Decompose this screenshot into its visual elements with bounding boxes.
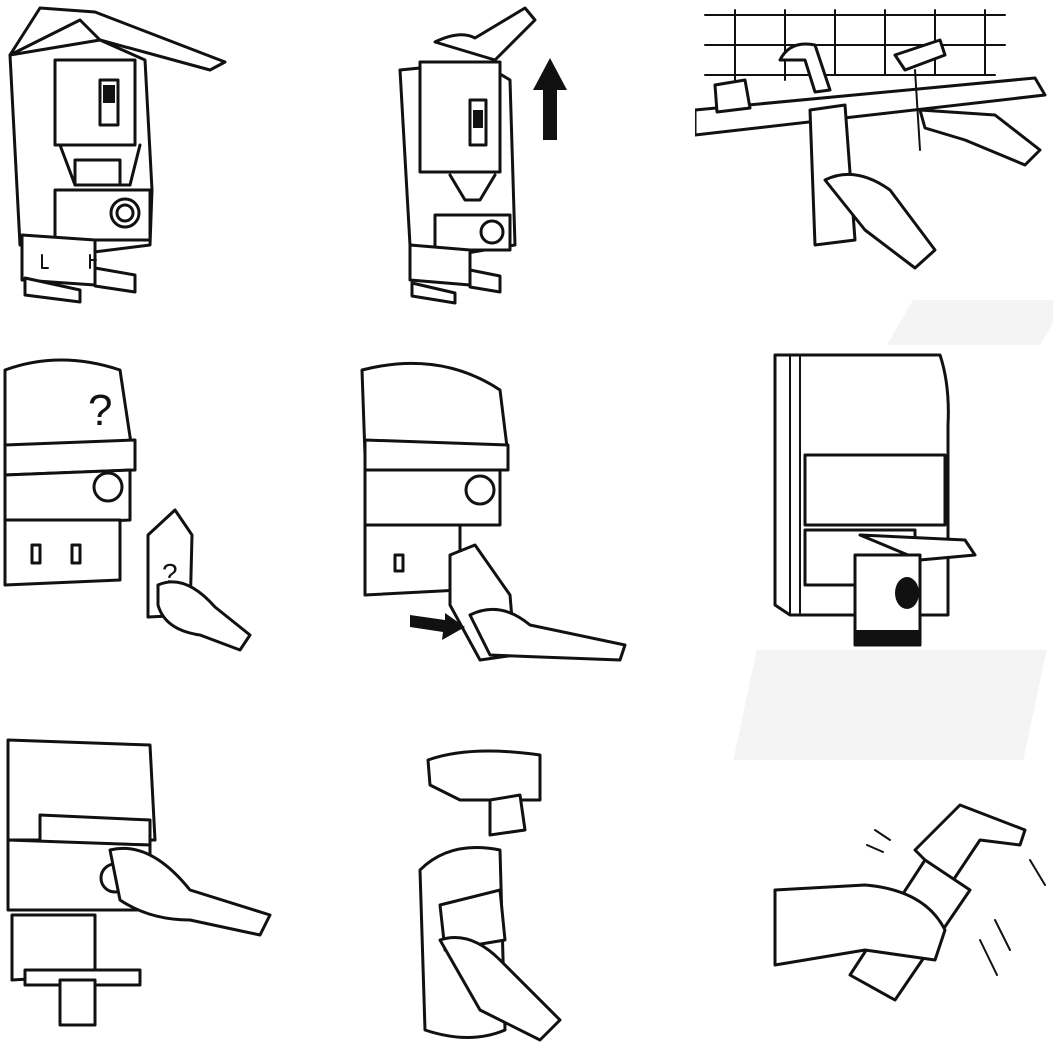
lift-bottle-arrow-icon <box>380 0 580 310</box>
rinse-bottle-tap-icon <box>695 0 1053 290</box>
press-dispenser-button-icon <box>0 730 280 1045</box>
background-shade-bottom <box>733 650 1046 760</box>
shake-spray-bottle-icon <box>735 790 1053 1045</box>
step-9-panel <box>735 790 1053 1045</box>
insert-bottle-arrow-icon <box>350 345 640 665</box>
dispenser-question-icon: ? ? <box>0 345 280 665</box>
step-7-panel <box>0 730 280 1045</box>
background-shade-top <box>887 300 1053 345</box>
step-2-panel <box>380 0 580 310</box>
step-5-panel <box>350 345 640 665</box>
fill-bottle-dispenser-icon <box>770 345 980 655</box>
step-6-panel <box>770 345 980 655</box>
attach-spray-head-icon <box>400 740 600 1045</box>
step-8-panel <box>400 740 600 1045</box>
question-mark: ? <box>88 386 112 435</box>
dispenser-open-cover-icon <box>0 0 240 310</box>
step-1-panel <box>0 0 240 310</box>
step-3-panel <box>695 0 1053 290</box>
step-4-panel: ? ? <box>0 345 280 665</box>
